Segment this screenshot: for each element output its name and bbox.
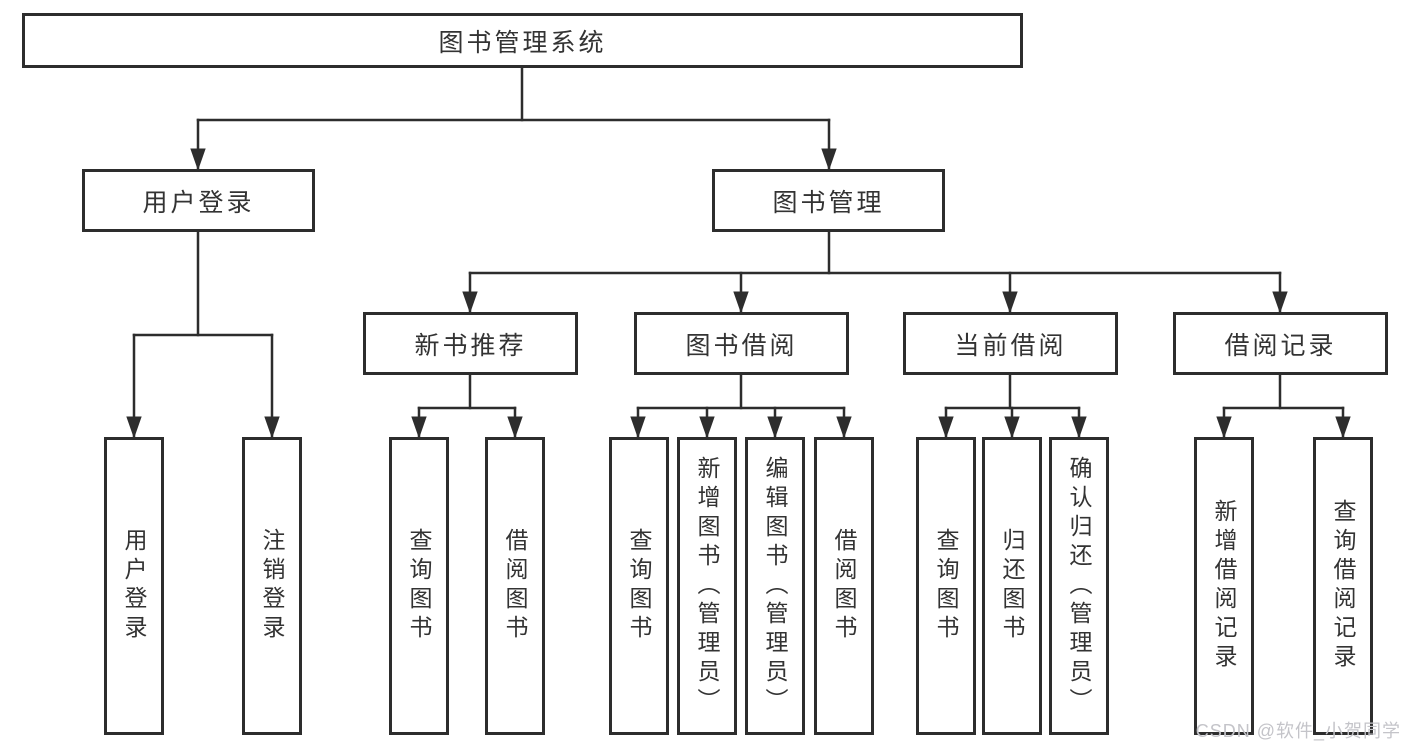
leaf-return-book: 归还图书 [982,437,1042,735]
leaf-query-borrow-record: 查询借阅记录 [1313,437,1373,735]
leaf-user-login: 用户登录 [104,437,164,735]
leaf-add-book-admin: 新增图书（管理员） [677,437,737,735]
leaf-edit-book-admin: 编辑图书（管理员） [745,437,805,735]
node-new-book-recommend: 新书推荐 [363,312,578,375]
leaf-query-books-recommend: 查询图书 [389,437,449,735]
leaf-confirm-return-admin: 确认归还（管理员） [1049,437,1109,735]
leaf-add-borrow-record: 新增借阅记录 [1194,437,1254,735]
node-borrow-records: 借阅记录 [1173,312,1388,375]
node-library-management-system: 图书管理系统 [22,13,1023,68]
leaf-borrow-book: 借阅图书 [814,437,874,735]
leaf-query-books-current: 查询图书 [916,437,976,735]
leaf-logout: 注销登录 [242,437,302,735]
leaf-borrow-books-recommend: 借阅图书 [485,437,545,735]
leaf-query-books-borrow: 查询图书 [609,437,669,735]
node-book-management: 图书管理 [712,169,945,232]
node-current-borrow: 当前借阅 [903,312,1118,375]
node-book-borrow: 图书借阅 [634,312,849,375]
node-user-login: 用户登录 [82,169,315,232]
